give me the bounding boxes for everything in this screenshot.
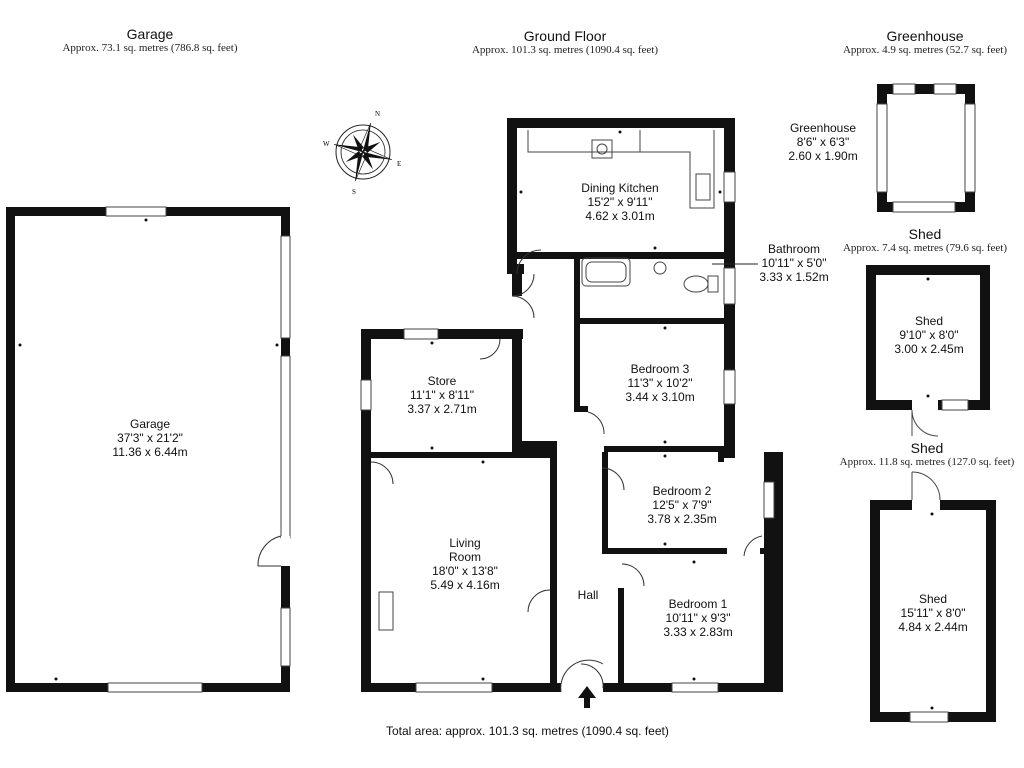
garage-header-area: Approx. 73.1 sq. metres (786.8 sq. feet) xyxy=(62,42,238,54)
room-metric: 4.62 x 3.01m xyxy=(585,209,655,223)
compass-w-label: W xyxy=(323,140,330,148)
room-name-2: Room xyxy=(448,550,481,564)
room-metric: 3.33 x 1.52m xyxy=(759,270,829,284)
entrance-arrow xyxy=(578,686,596,708)
room-name: Bathroom xyxy=(767,242,821,256)
compass-rose-icon: N S E W xyxy=(323,110,401,196)
shed2-header-title: Shed xyxy=(910,440,944,456)
room-label-bedroom-1: Bedroom 1 10'11" x 9'3" 3.33 x 2.83m xyxy=(643,597,753,639)
living-fireplace xyxy=(378,591,394,631)
shed1-openings xyxy=(911,399,969,437)
room-name: Hall xyxy=(577,588,599,602)
room-name: Greenhouse xyxy=(789,121,857,135)
room-imperial: 11'1" x 8'11" xyxy=(409,388,475,402)
room-imperial: 9'10" x 8'0" xyxy=(899,328,959,342)
room-metric: 3.33 x 2.83m xyxy=(663,625,733,639)
greenhouse-header: Greenhouse Approx. 4.9 sq. metres (52.7 … xyxy=(830,28,1020,56)
room-label-bathroom: Bathroom 10'11" x 5'0" 3.33 x 1.52m xyxy=(746,242,842,284)
room-metric: 3.44 x 3.10m xyxy=(625,390,695,404)
ground-floor-header-title: Ground Floor xyxy=(523,28,607,44)
garage-header-title: Garage xyxy=(126,26,174,42)
room-imperial: 12'5" x 7'9" xyxy=(652,498,712,512)
room-name: Shed xyxy=(918,592,948,606)
room-metric: 4.84 x 2.44m xyxy=(898,620,968,634)
house-door-swings xyxy=(370,249,763,693)
room-imperial: 8'6" x 6'3" xyxy=(796,135,850,149)
room-name: Bedroom 3 xyxy=(630,362,690,376)
room-imperial: 11'3" x 10'2" xyxy=(627,376,693,390)
room-metric: 11.36 x 6.44m xyxy=(112,445,188,459)
ground-floor-header-area: Approx. 101.3 sq. metres (1090.4 sq. fee… xyxy=(471,44,659,56)
ground-floor-header: Ground Floor Approx. 101.3 sq. metres (1… xyxy=(440,28,690,56)
room-label-hall: Hall xyxy=(566,588,610,602)
greenhouse-windows xyxy=(876,83,976,213)
compass-e-label: E xyxy=(397,160,401,168)
room-label-shed-2: Shed 15'11" x 8'0" 4.84 x 2.44m xyxy=(886,592,980,634)
dimension-markers xyxy=(18,130,934,710)
room-imperial: 18'0" x 13'8" xyxy=(432,564,498,578)
bathroom-leader-line xyxy=(712,263,758,265)
bathroom-fittings xyxy=(581,257,719,293)
room-label-shed-1: Shed 9'10" x 8'0" 3.00 x 2.45m xyxy=(882,314,976,356)
room-imperial: 10'11" x 9'3" xyxy=(665,611,731,625)
room-label-dining-kitchen: Dining Kitchen 15'2" x 9'11" 4.62 x 3.01… xyxy=(560,181,680,223)
kitchen-fittings xyxy=(527,130,715,209)
shed2-openings xyxy=(909,471,949,723)
room-name: Bedroom 1 xyxy=(668,597,728,611)
room-name: Garage xyxy=(129,417,171,431)
garage-door-swing xyxy=(257,535,290,567)
room-name: Shed xyxy=(914,314,944,328)
room-name: Dining Kitchen xyxy=(581,181,659,195)
room-imperial: 10'11" x 5'0" xyxy=(761,256,827,270)
shed1-header-area: Approx. 7.4 sq. metres (79.6 sq. feet) xyxy=(842,242,1008,254)
compass-n-label: N xyxy=(375,110,380,118)
shed1-header-title: Shed xyxy=(908,226,942,242)
room-metric: 3.00 x 2.45m xyxy=(894,342,964,356)
shed1-header: Shed Approx. 7.4 sq. metres (79.6 sq. fe… xyxy=(830,226,1020,254)
room-metric: 3.37 x 2.71m xyxy=(407,402,477,416)
room-label-store: Store 11'1" x 8'11" 3.37 x 2.71m xyxy=(387,374,497,416)
room-label-garage: Garage 37'3" x 21'2" 11.36 x 6.44m xyxy=(90,417,210,459)
room-label-bedroom-3: Bedroom 3 11'3" x 10'2" 3.44 x 3.10m xyxy=(605,362,715,404)
room-name: Bedroom 2 xyxy=(652,484,712,498)
room-metric: 3.78 x 2.35m xyxy=(647,512,717,526)
greenhouse-header-area: Approx. 4.9 sq. metres (52.7 sq. feet) xyxy=(842,44,1008,56)
room-metric: 2.60 x 1.90m xyxy=(788,149,858,163)
greenhouse-header-title: Greenhouse xyxy=(886,28,964,44)
compass-s-label: S xyxy=(352,188,356,196)
room-label-living-room: Living Room 18'0" x 13'8" 5.49 x 4.16m xyxy=(410,536,520,592)
room-name: Living xyxy=(449,536,481,550)
room-imperial: 15'11" x 8'0" xyxy=(900,606,966,620)
room-imperial: 15'2" x 9'11" xyxy=(587,195,653,209)
room-label-bedroom-2: Bedroom 2 12'5" x 7'9" 3.78 x 2.35m xyxy=(627,484,737,526)
shed2-header: Shed Approx. 11.8 sq. metres (127.0 sq. … xyxy=(830,440,1024,468)
total-area: Total area: approx. 101.3 sq. metres (10… xyxy=(386,724,669,738)
garage-header: Garage Approx. 73.1 sq. metres (786.8 sq… xyxy=(40,26,260,54)
room-imperial: 37'3" x 21'2" xyxy=(117,431,183,445)
house-windows xyxy=(360,171,775,693)
room-label-greenhouse: Greenhouse 8'6" x 6'3" 2.60 x 1.90m xyxy=(776,121,870,163)
garage-windows xyxy=(105,206,291,693)
shed2-header-area: Approx. 11.8 sq. metres (127.0 sq. feet) xyxy=(839,456,1015,468)
greenhouse-walls xyxy=(877,84,975,212)
room-metric: 5.49 x 4.16m xyxy=(430,578,500,592)
room-name: Store xyxy=(427,374,457,388)
